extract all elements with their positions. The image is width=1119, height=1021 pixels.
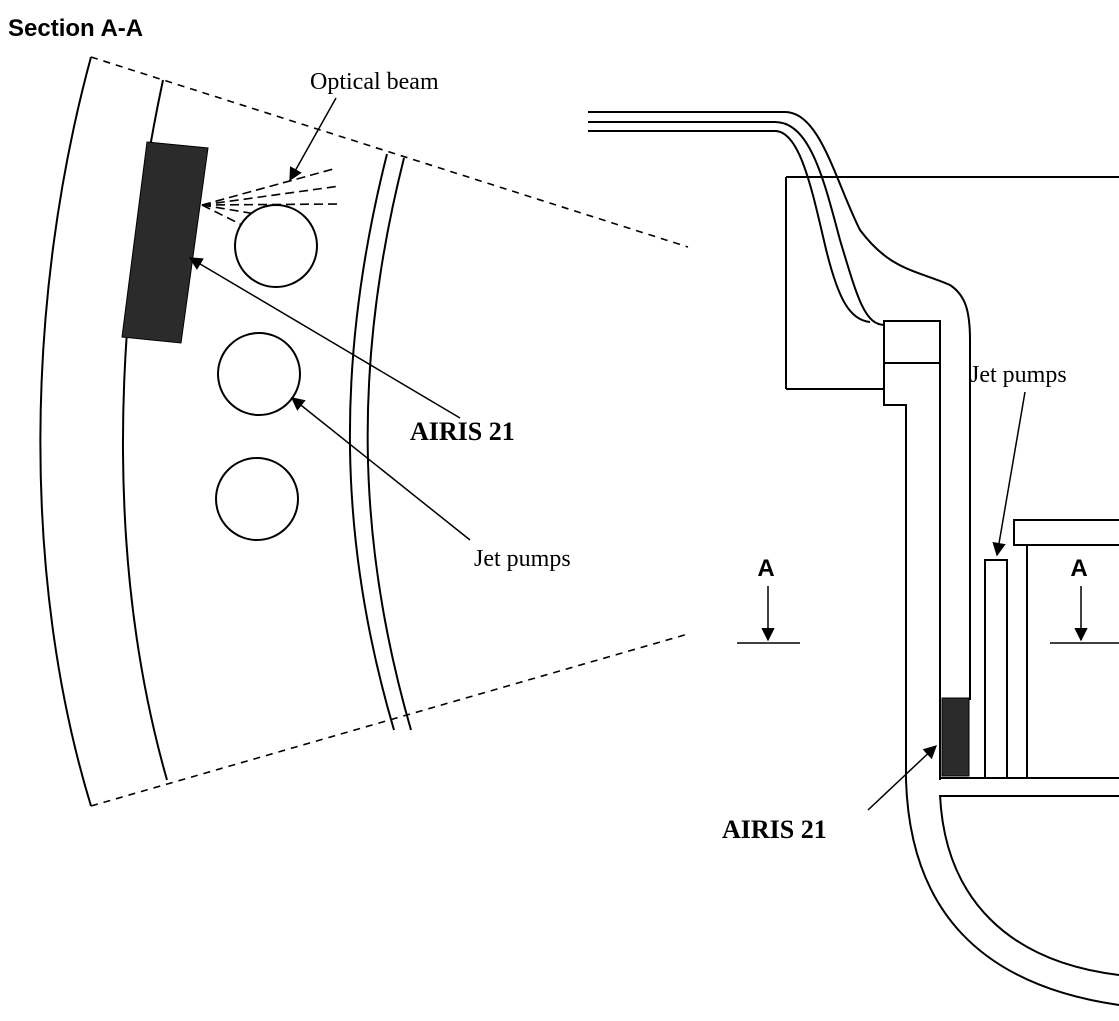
jet-pumps-label-right: Jet pumps <box>970 362 1067 388</box>
section-boundary-bottom <box>90 633 689 807</box>
section-marker-left: A <box>757 555 774 582</box>
feed-piping <box>588 111 971 700</box>
shroud-head <box>1013 519 1119 546</box>
airis-leader-right <box>867 745 937 811</box>
airis-label-left: AIRIS 21 <box>410 417 515 446</box>
vessel-wall-outer-step <box>883 363 907 780</box>
optical-beam-label: Optical beam <box>310 69 439 95</box>
vessel-bottom-head-inner <box>939 794 1119 976</box>
shroud-wall-outer <box>366 157 412 731</box>
section-marker-right: A <box>1070 555 1087 582</box>
jet-pump-tube <box>984 559 1008 779</box>
section-title: Section A-A <box>8 15 143 42</box>
airis-label-right: AIRIS 21 <box>722 815 827 844</box>
jet-pumps-leader-right <box>992 391 1026 557</box>
flange-upper <box>883 320 941 364</box>
airis-device-block <box>121 141 209 344</box>
airis-device-right <box>941 697 970 777</box>
jet-pumps-label-left: Jet pumps <box>474 546 571 572</box>
optical-beam-leader <box>289 97 337 182</box>
vessel-bottom-head-outer <box>905 779 1119 1006</box>
jet-pump-circle-3 <box>215 457 299 541</box>
airis-leader-left <box>188 257 461 419</box>
shroud-wall-inner <box>348 153 395 731</box>
jet-pump-circle-1 <box>234 204 318 288</box>
jet-pump-circle-2 <box>217 332 301 416</box>
vessel-outer-wall <box>39 56 92 807</box>
section-boundary-top <box>90 56 689 248</box>
jet-pumps-leader-left <box>290 397 471 541</box>
